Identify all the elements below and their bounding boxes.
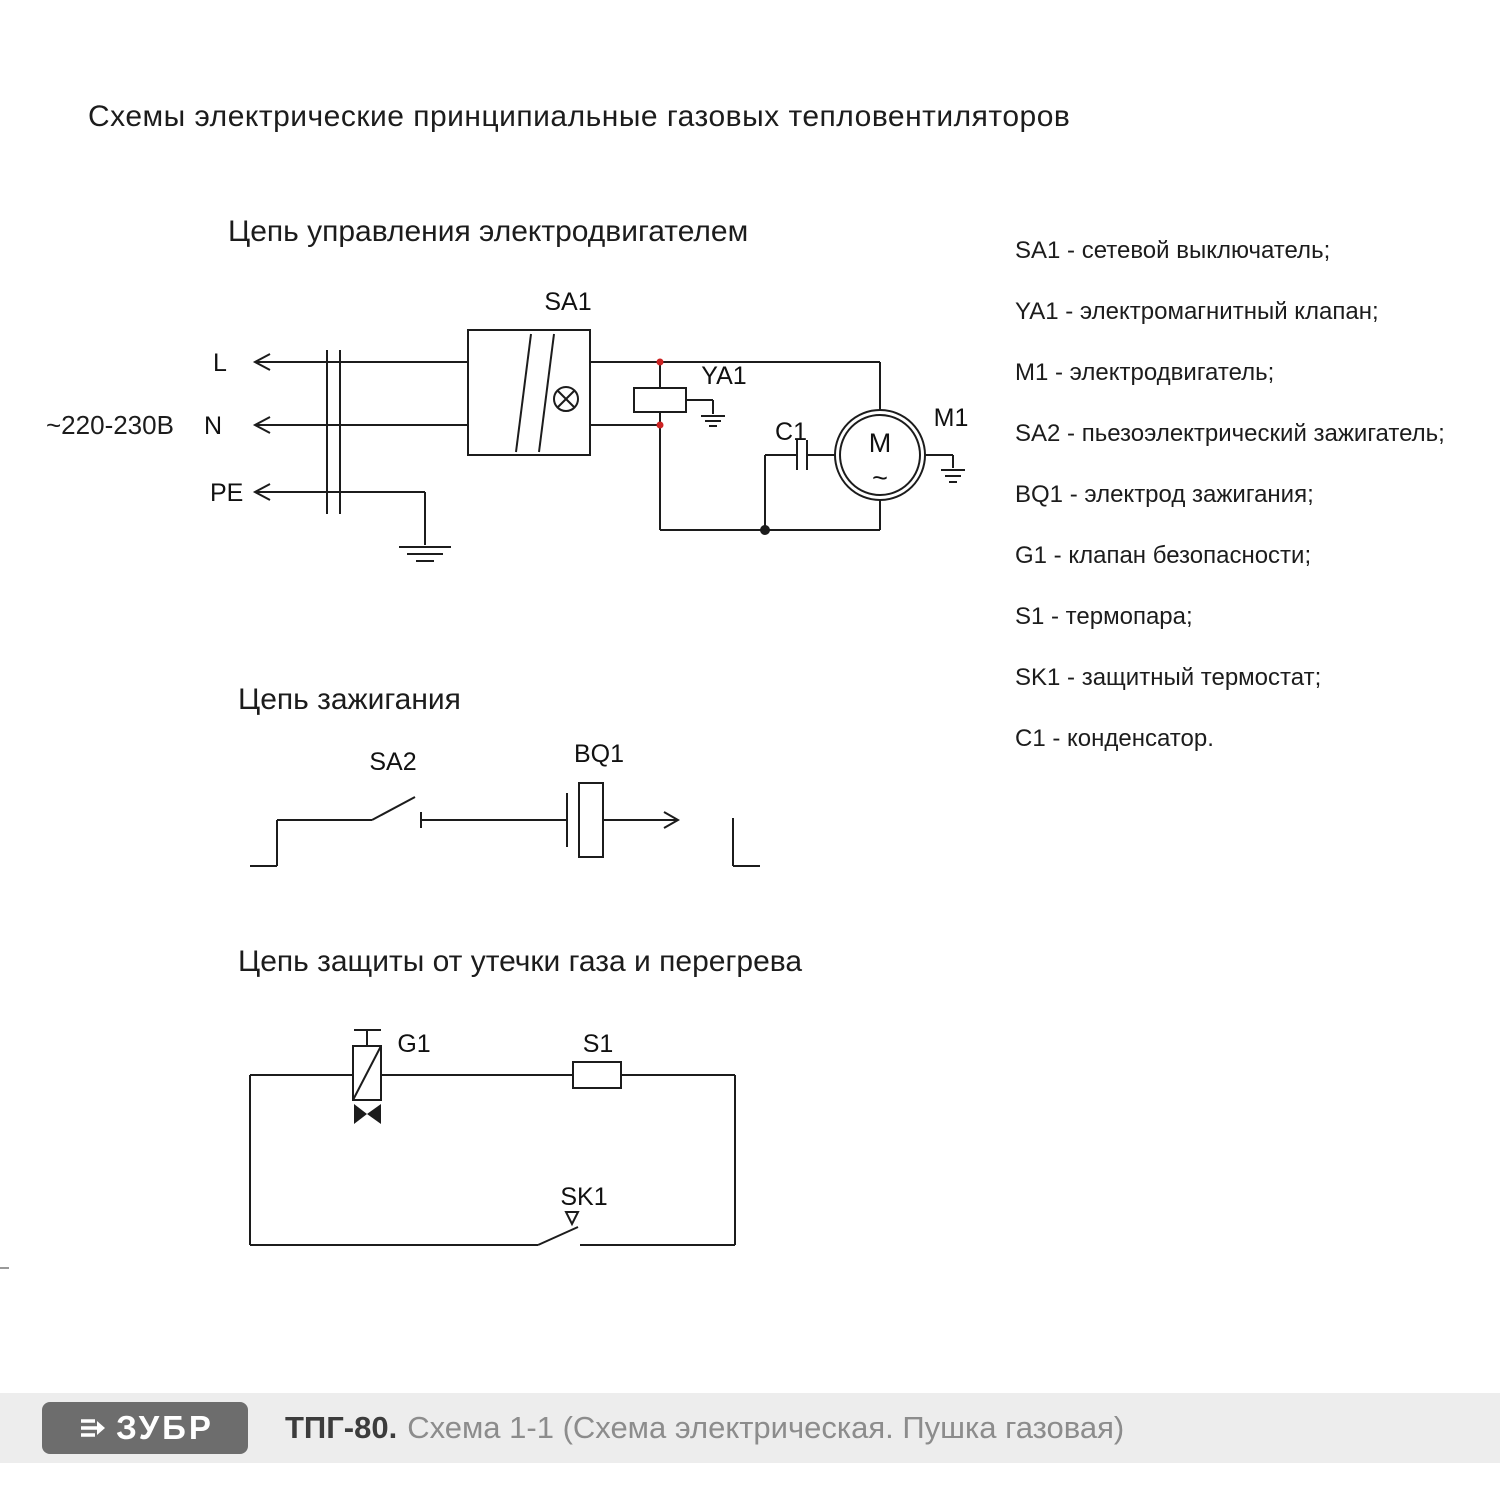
- label-s1: S1: [583, 1030, 614, 1058]
- label-g1: G1: [397, 1030, 430, 1058]
- label-c1: C1: [775, 418, 807, 446]
- footer-caption: ТПГ-80. Схема 1-1 (Схема электрическая. …: [285, 1393, 1124, 1463]
- valve-ya1-symbol: [633, 362, 725, 530]
- legend-item-bq1: BQ1 - электрод зажигания;: [1015, 480, 1314, 508]
- label-ya1: YA1: [701, 362, 746, 390]
- valve-g1-symbol: [352, 1029, 382, 1124]
- model-name: ТПГ-80.: [285, 1410, 398, 1445]
- ignition-circuit-drawing: [250, 782, 760, 867]
- legend-item-g1: G1 - клапан безопасности;: [1015, 541, 1312, 569]
- label-sa2: SA2: [369, 748, 416, 776]
- electrode-bq1-symbol: [566, 782, 681, 858]
- control-circuit-drawing: [252, 329, 965, 562]
- label-sa1: SA1: [544, 288, 591, 316]
- junction-red-bottom: [656, 421, 664, 429]
- protection-circuit-drawing: [249, 1029, 736, 1246]
- label-line-l: L: [213, 349, 227, 377]
- junction-red-top: [656, 358, 664, 366]
- legend-item-sk1: SK1 - защитный термостат;: [1015, 663, 1322, 691]
- label-sk1: SK1: [560, 1183, 607, 1211]
- label-m1: M1: [934, 404, 969, 432]
- ground-symbol-pe: [399, 546, 451, 562]
- motor-m1-symbol: [834, 409, 965, 530]
- page-title: Схемы электрические принципиальные газов…: [88, 100, 1071, 133]
- terminal-left: [250, 820, 278, 867]
- legend-item-sa1: SA1 - сетевой выключатель;: [1015, 236, 1331, 264]
- indicator-lamp-icon: [553, 386, 579, 412]
- brand-arrow-icon: [81, 1419, 106, 1437]
- label-bq1: BQ1: [574, 740, 624, 768]
- brand-logo: ЗУБР: [42, 1402, 248, 1454]
- legend-item-c1: C1 - конденсатор.: [1015, 724, 1214, 752]
- switch-sa1-symbol: [467, 329, 591, 456]
- brand-name: ЗУБР: [116, 1409, 214, 1446]
- label-motor-letter: M: [869, 428, 892, 458]
- ground-symbol-ya1: [701, 415, 725, 427]
- label-line-pe: PE: [210, 479, 243, 507]
- control-circuit-title: Цепь управления электродвигателем: [228, 215, 749, 248]
- protection-circuit-title: Цепь защиты от утечки газа и перегрева: [238, 945, 803, 978]
- footer-bar: ЗУБР ТПГ-80. Схема 1-1 (Схема электричес…: [0, 1393, 1500, 1463]
- ignition-circuit-title: Цепь зажигания: [238, 683, 461, 716]
- legend: SA1 - сетевой выключатель; YA1 - электро…: [1015, 220, 1475, 769]
- capacitor-c1-symbol: [764, 440, 835, 530]
- schematic-canvas: L N PE SA1 YA1 C1 M1 M ~ SA2 BQ1 G1 S1 S…: [0, 288, 969, 1269]
- switch-sa2-symbol: [371, 796, 422, 828]
- cable-marker: [326, 350, 341, 514]
- label-line-n: N: [204, 412, 222, 440]
- caption-text: Схема 1-1 (Схема электрическая. Пушка га…: [407, 1410, 1125, 1445]
- supply-voltage-label: ~220-230В: [46, 410, 174, 440]
- legend-item-sa2: SA2 - пьезоэлектрический зажигатель;: [1015, 419, 1445, 447]
- legend-item-ya1: YA1 - электромагнитный клапан;: [1015, 297, 1379, 325]
- legend-item-s1: S1 - термопара;: [1015, 602, 1193, 630]
- terminal-right: [732, 818, 760, 867]
- label-motor-ac: ~: [872, 463, 888, 493]
- legend-item-m1: M1 - электродвигатель;: [1015, 358, 1275, 386]
- ground-symbol-motor: [941, 469, 965, 483]
- thermocouple-s1-symbol: [572, 1061, 622, 1089]
- spark-arrow-icon: [663, 811, 681, 829]
- thermostat-sk1-symbol: [537, 1211, 580, 1246]
